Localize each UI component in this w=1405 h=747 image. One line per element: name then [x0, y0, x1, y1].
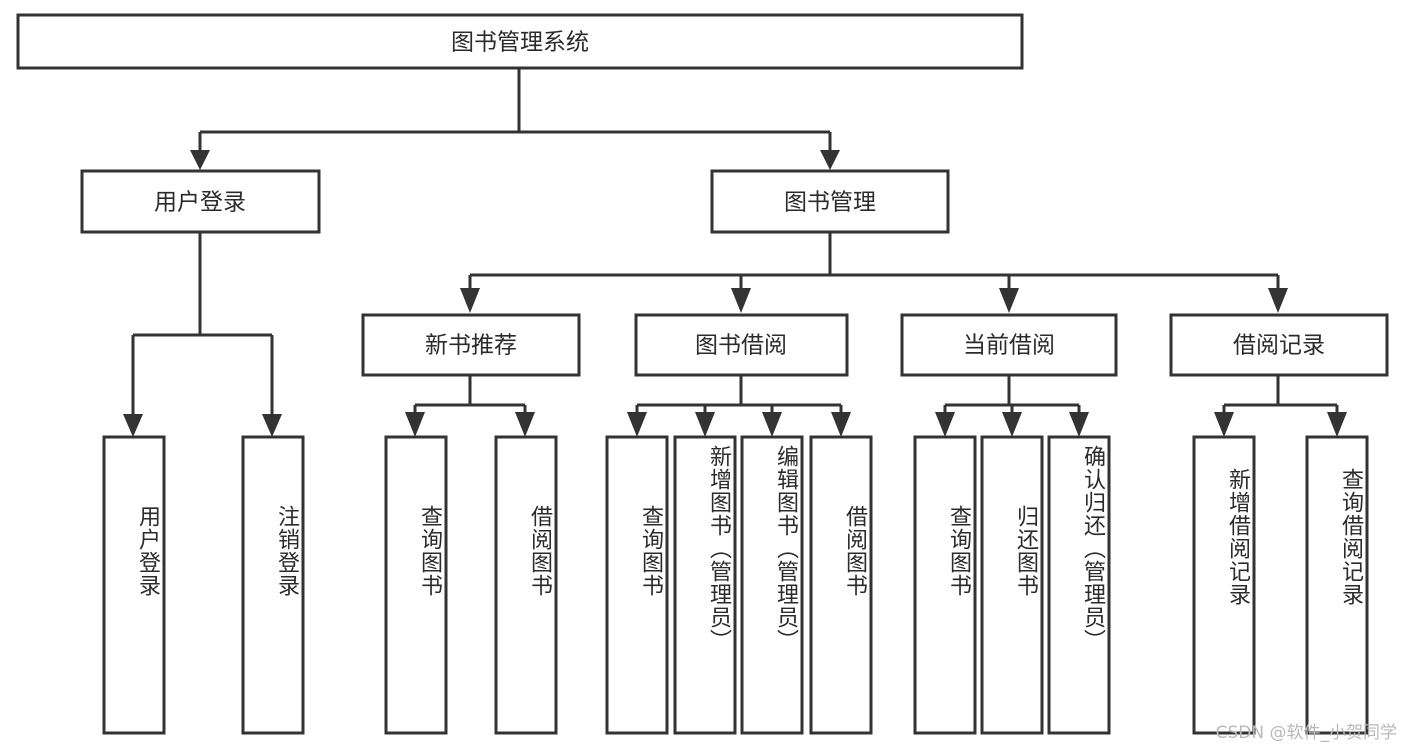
node-borrow-record[interactable]	[1169, 313, 1389, 377]
arrow-head-user-login	[190, 150, 210, 170]
arrow-head-nb-leaf-2	[515, 412, 535, 437]
arrow-head-leaf-logout	[262, 414, 282, 437]
connector-group-book-mgmt	[460, 232, 1288, 313]
node-book-management-label: 图书管理	[784, 190, 876, 216]
arrow-head-br-leaf-1	[1214, 412, 1234, 437]
node-root-label: 图书管理系统	[451, 30, 589, 56]
node-book-borrow-label: 图书借阅	[695, 333, 787, 359]
node-borrow-record-label: 借阅记录	[1233, 333, 1325, 359]
arrow-head-bb-leaf-2	[695, 412, 715, 437]
node-user-login[interactable]	[80, 169, 321, 234]
leaf-box-query-book-bb[interactable]	[605, 435, 669, 735]
node-current-borrow[interactable]	[900, 313, 1118, 377]
leaf-box-add-record-br[interactable]	[1192, 435, 1256, 735]
arrow-head-cb-leaf-2	[1002, 412, 1022, 437]
leaf-box-query-book-nb[interactable]	[384, 435, 448, 735]
node-current-borrow-label: 当前借阅	[963, 333, 1055, 359]
arrow-head-cb-leaf-3	[1069, 412, 1089, 437]
watermark-text: CSDN @软件_小贺同学	[1215, 723, 1397, 743]
connector-group-root	[190, 68, 840, 170]
leaf-box-logout[interactable]	[241, 435, 305, 735]
leaf-box-user-login[interactable]	[102, 435, 166, 735]
connector-group-book-borrow	[627, 375, 851, 437]
arrow-head-book-mgmt	[820, 150, 840, 170]
connector-group-new-book	[405, 375, 535, 437]
node-root[interactable]	[16, 13, 1024, 70]
leaf-box-return-book-cb[interactable]	[980, 435, 1044, 735]
arrow-head-leaf-user-login	[123, 414, 143, 437]
arrow-head-current-borrow	[999, 288, 1019, 313]
arrow-head-bb-leaf-1	[627, 412, 647, 437]
node-new-book-recommend-label: 新书推荐	[425, 333, 517, 359]
arrow-head-borrow-record	[1268, 288, 1288, 313]
leaf-box-borrow-book-bb[interactable]	[809, 435, 873, 735]
node-book-borrow[interactable]	[634, 313, 849, 377]
leaf-box-confirm-return-cb[interactable]	[1047, 435, 1111, 735]
arrow-head-cb-leaf-1	[935, 412, 955, 437]
leaf-box-borrow-book-nb[interactable]	[494, 435, 558, 735]
arrow-head-bb-leaf-4	[831, 412, 851, 437]
leaf-box-add-book-bb[interactable]	[673, 435, 737, 735]
connector-group-borrow-record	[1214, 375, 1347, 437]
connector-group-current-borrow	[935, 375, 1089, 437]
arrow-head-nb-leaf-1	[405, 412, 425, 437]
arrow-head-book-borrow	[731, 288, 751, 313]
arrow-head-bb-leaf-3	[762, 412, 782, 437]
arrow-head-br-leaf-2	[1327, 412, 1347, 437]
node-user-login-label: 用户登录	[154, 190, 246, 216]
leaf-box-edit-book-bb[interactable]	[740, 435, 804, 735]
arrow-head-new-book	[460, 288, 480, 313]
leaf-box-query-record-br[interactable]	[1305, 435, 1369, 735]
leaf-box-query-book-cb[interactable]	[913, 435, 977, 735]
node-book-management[interactable]	[710, 169, 950, 234]
node-new-book-recommend[interactable]	[361, 313, 581, 377]
connector-group-user-login	[123, 232, 282, 437]
